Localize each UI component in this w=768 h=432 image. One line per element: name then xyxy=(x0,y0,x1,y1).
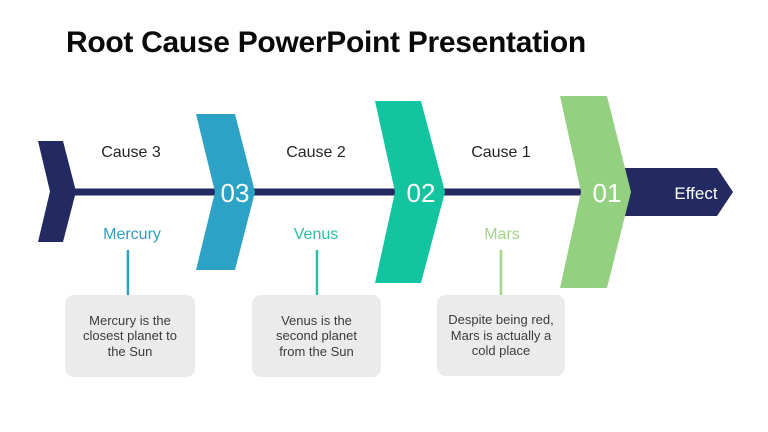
connector-mars xyxy=(499,250,503,295)
cause-1-label: Cause 1 xyxy=(471,144,531,161)
description-text-venus: Venus is the second planet from the Sun xyxy=(276,312,357,359)
description-box-venus: Venus is the second planet from the Sun xyxy=(252,295,381,377)
description-text-mars: Despite being red, Mars is actually a co… xyxy=(448,312,554,359)
effect-label: Effect xyxy=(674,184,718,203)
chevron-step-2 xyxy=(375,101,445,283)
description-box-mercury: Mercury is the closest planet to the Sun xyxy=(65,295,195,377)
description-box-mars: Despite being red, Mars is actually a co… xyxy=(437,295,565,376)
effect-arrow-shape xyxy=(622,168,733,216)
planet-label-venus: Venus xyxy=(293,226,339,243)
connector-mercury xyxy=(126,250,130,295)
planet-label-mars: Mars xyxy=(484,226,520,243)
step-1-number: 01 xyxy=(592,178,622,208)
tail-chevron xyxy=(38,141,76,242)
slide-title: Root Cause PowerPoint Presentation xyxy=(66,26,586,59)
step-2-number: 02 xyxy=(406,178,436,208)
cause-2-label: Cause 2 xyxy=(286,144,346,161)
description-text-mercury: Mercury is the closest planet to the Sun xyxy=(83,312,177,359)
step-3-number: 03 xyxy=(220,178,250,208)
cause-3-label: Cause 3 xyxy=(101,144,161,161)
connector-venus xyxy=(315,250,319,295)
chevron-step-1 xyxy=(560,96,631,288)
planet-label-mercury: Mercury xyxy=(103,226,161,243)
spine-line xyxy=(74,188,644,196)
chevron-step-3 xyxy=(196,114,255,270)
